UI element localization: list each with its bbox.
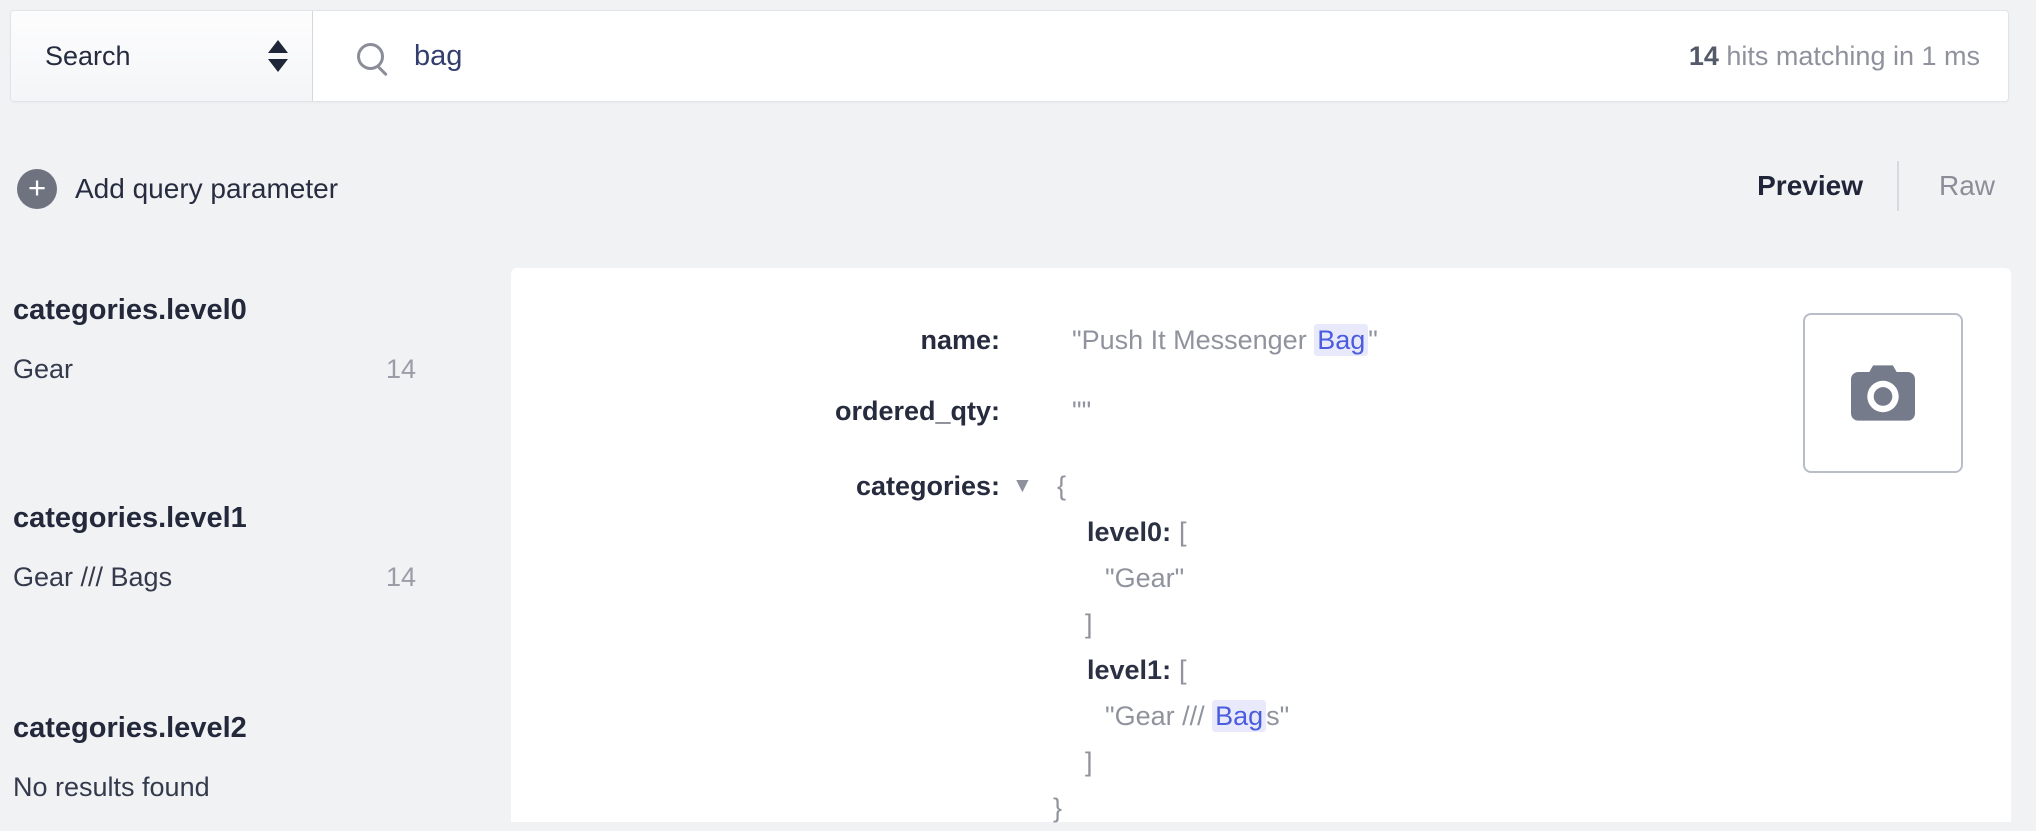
field-value-ordered-qty: "" [1072,396,1092,426]
facet-section-level1: categories.level1 Gear /// Bags 14 [13,498,416,596]
search-field-area: 14 hits matching in 1 ms [313,11,2008,101]
json-open-bracket: [ [1179,655,1187,685]
facet-section-level2: categories.level2 No results found [13,708,416,806]
hits-stats-text: hits matching in 1 ms [1718,40,1980,71]
json-line-level1-key: level1: [ [511,647,2011,693]
view-mode-tabs: Preview Raw [1757,160,1995,212]
json-line-level0-value: "Gear" [511,555,2011,601]
json-line-close-brace: } [511,785,2011,831]
field-label-name: name: [920,325,1000,355]
highlight-match: Bag [1212,700,1267,732]
json-open-brace: { [1057,471,1067,501]
search-bar: Search 14 hits matching in 1 ms [10,10,2009,102]
tab-preview[interactable]: Preview [1757,170,1863,201]
highlight-match: Bag [1314,324,1369,356]
value-text: s" [1266,701,1290,731]
search-input[interactable] [414,39,1689,73]
camera-icon [1851,365,1915,421]
hit-field-name: name: "Push It Messenger Bag" [511,317,2011,363]
search-type-selector[interactable]: Search [11,11,313,101]
hit-image-placeholder [1803,313,1963,473]
hits-stats: 14 hits matching in 1 ms [1689,41,2008,72]
json-line-close-bracket: ] [511,601,2011,647]
hit-field-categories: categories: ▼ { [511,463,2011,509]
facet-header: categories.level2 [13,712,247,744]
tab-raw[interactable]: Raw [1938,170,1995,201]
json-key-level0: level0: [1087,517,1172,547]
facet-item-count: 14 [385,354,416,384]
field-label-categories: categories: [855,471,1000,501]
json-line-level0-key: level0: [ [511,509,2011,555]
json-key-level1: level1: [1087,655,1172,685]
plus-icon: + [17,169,57,209]
tabs-divider [1896,161,1899,211]
facet-item-label: Gear [13,354,74,384]
json-open-bracket: [ [1179,517,1187,547]
json-close-bracket: ] [1085,609,1093,639]
facet-section-level0: categories.level0 Gear 14 [13,290,416,388]
add-query-parameter-label: Add query parameter [75,173,339,204]
value-text: "Push It Messenger [1072,325,1315,355]
hit-field-ordered-qty: ordered_qty: "" [511,388,2011,434]
add-query-parameter-button[interactable]: + Add query parameter [17,168,338,210]
select-arrows-icon [268,40,288,72]
json-line-close-bracket: ] [511,739,2011,785]
value-text: " [1368,325,1378,355]
field-label-ordered-qty: ordered_qty: [834,396,1000,426]
facet-header: categories.level1 [13,502,247,534]
search-type-selected-value: Search [45,40,131,71]
facet-header: categories.level0 [13,294,247,326]
hit-preview-panel: name: "Push It Messenger Bag" ordered_qt… [511,268,2011,823]
facet-item[interactable]: Gear 14 [13,350,416,388]
value-text: "Gear /// [1105,701,1213,731]
search-icon [357,42,384,70]
field-value-name: "Push It Messenger Bag" [1072,317,1378,363]
hits-count: 14 [1688,40,1719,71]
collapse-triangle-icon[interactable]: ▼ [1012,474,1033,497]
facet-item-label: Gear /// Bags [13,562,173,592]
json-string-value: "Gear" [1105,563,1185,593]
json-close-brace: } [1053,793,1063,823]
facet-no-results: No results found [13,772,210,802]
facet-item-count: 14 [385,562,416,592]
facet-item[interactable]: Gear /// Bags 14 [13,558,416,596]
json-close-bracket: ] [1085,747,1093,777]
